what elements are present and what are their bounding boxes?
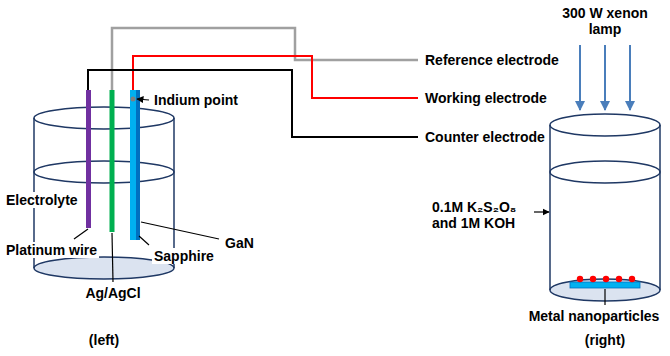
- light-arrow: [579, 45, 581, 110]
- part-label: Indium point: [152, 92, 240, 108]
- beaker-top: [34, 107, 174, 129]
- part-label: Ag/AgCl: [83, 285, 142, 301]
- leader-line: [74, 229, 88, 239]
- indium-dot: [131, 97, 136, 102]
- beaker-top: [550, 114, 660, 136]
- panel-label: (left): [87, 332, 121, 348]
- electrode-label: Counter electrode: [423, 129, 547, 145]
- part-label: GaN: [223, 235, 256, 251]
- beaker-wall: [659, 125, 661, 290]
- leader-line: [139, 236, 149, 245]
- light-arrow: [629, 45, 631, 110]
- light-arrow: [604, 45, 606, 110]
- electrode-label: Working electrode: [423, 90, 549, 106]
- platinum-wire-rod: [86, 90, 91, 228]
- nanoparticle-dot: [590, 276, 596, 282]
- beaker-wall: [173, 118, 175, 268]
- beaker-wall: [549, 125, 551, 290]
- electrode-label: Reference electrode: [423, 52, 561, 68]
- agagcl-rod: [110, 90, 115, 232]
- leader-line: [137, 99, 149, 100]
- part-label: Electrolyte: [4, 192, 80, 208]
- leader-line: [604, 289, 605, 305]
- nanoparticle-dot: [603, 276, 609, 282]
- gan-sample: [570, 282, 640, 288]
- nanoparticle-dot: [616, 276, 622, 282]
- reference-wire: [112, 28, 418, 90]
- part-label: Sapphire: [152, 248, 216, 264]
- gan-layer: [130, 90, 136, 240]
- nanoparticle-dot: [577, 276, 583, 282]
- solution-label: 0.1M K₂S₂O₈ and 1M KOH: [430, 199, 534, 231]
- sapphire-layer: [136, 90, 140, 240]
- leader-line: [534, 211, 549, 212]
- solution-level: [550, 161, 660, 183]
- electrolyte-level: [34, 161, 174, 183]
- part-label: Platinum wire: [4, 242, 99, 258]
- lamp-label: 300 W xenon lamp: [559, 5, 651, 37]
- leader-line: [141, 222, 219, 239]
- leader-line: [112, 233, 113, 282]
- panel-label: (right): [583, 332, 627, 348]
- part-label: Metal nanoparticles: [527, 308, 662, 324]
- nanoparticle-dot: [629, 276, 635, 282]
